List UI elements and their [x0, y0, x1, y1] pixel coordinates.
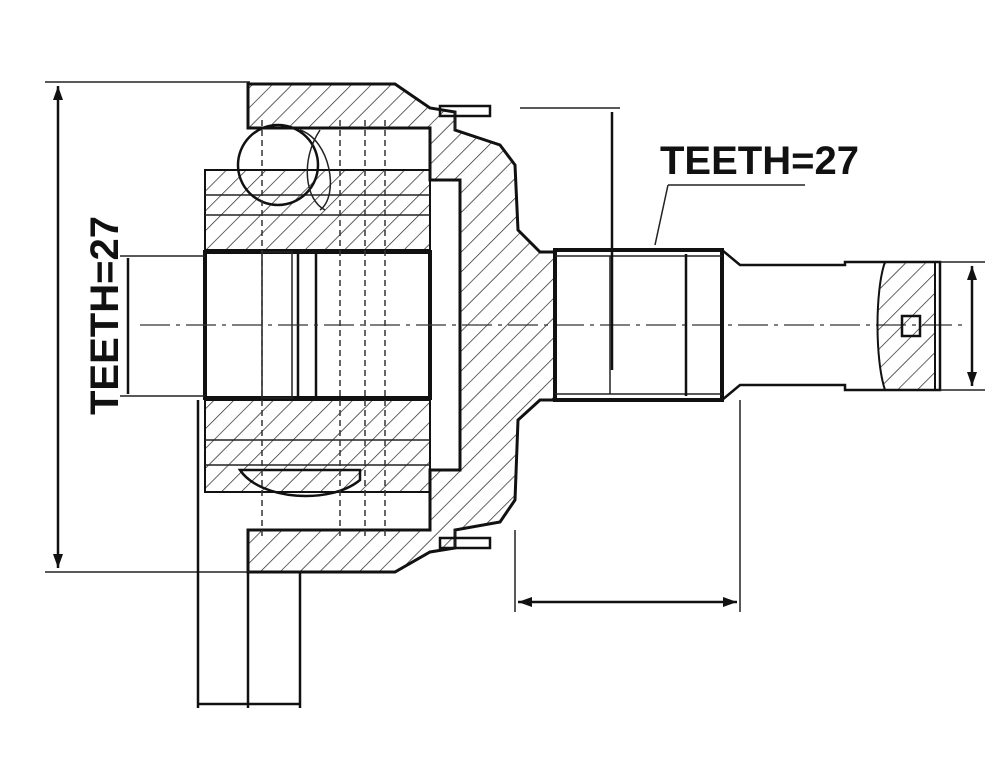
cage-section	[204, 169, 431, 493]
teeth-label-vertical: TEETH=27	[83, 216, 127, 415]
teeth-label-horizontal: TEETH=27	[660, 139, 859, 183]
dimension-lines	[45, 81, 985, 708]
stub-shaft	[553, 248, 942, 402]
outer-housing	[246, 82, 557, 574]
ball-top	[236, 123, 332, 211]
ball-bottom	[237, 468, 362, 498]
